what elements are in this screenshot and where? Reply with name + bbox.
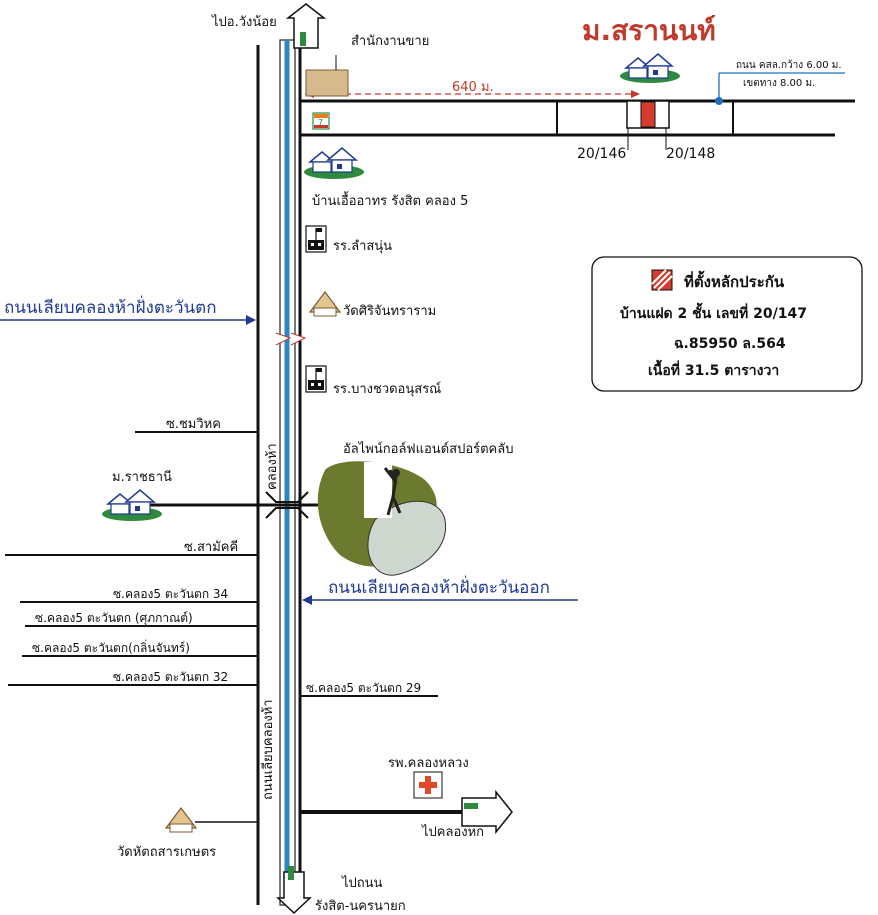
- soi-34-label: ซ.คลอง5 ตะวันตก 34: [113, 587, 228, 601]
- golf-label: อัลไพน์กอล์ฟแอนด์สปอร์ตคลับ: [343, 441, 513, 457]
- soi-32-label: ซ.คลอง5 ตะวันตก 32: [113, 670, 228, 684]
- plot-b-label: 20/148: [666, 146, 715, 162]
- map-title: ม.สรานนท์: [582, 14, 716, 47]
- road-canal5-vertical-label: ถนนเลียบคลองห้า: [260, 699, 276, 800]
- hospital-label: รพ.คลองหลวง: [388, 756, 469, 771]
- collateral-marker-icon: [651, 269, 673, 291]
- arrow-up-icon: [285, 3, 327, 49]
- road-width-label: ถนน คสล.กว้าง 6.00 ม.: [736, 59, 842, 71]
- temple-hat-label: วัดหัตถสารเกษตร: [117, 845, 216, 860]
- road-boundary-label: เขตทาง 8.00 ม.: [743, 78, 815, 89]
- canal-break-mark: [275, 332, 307, 346]
- to-road-line1: ไปถนน: [341, 875, 383, 891]
- legend-house: บ้านแฝด 2 ชั้น เลขที่ 20/147: [620, 302, 807, 322]
- legend-box: ที่ตั้งหลักประกัน บ้านแฝด 2 ชั้น เลขที่ …: [591, 256, 863, 392]
- house-icon: [102, 489, 162, 521]
- temple-sirijan-label: วัดศิริจันทราราม: [343, 304, 436, 319]
- golfer-icon: [383, 467, 402, 516]
- distance-arrow-head-right: [631, 90, 640, 98]
- legend-area: เนื้อที่ 31.5 ตารางวา: [648, 359, 779, 379]
- soi-samakkhi-label: ซ.สามัคคี: [184, 539, 238, 555]
- road-east-label: ถนนเลียบคลองห้าฝั่งตะวันออก: [328, 575, 550, 598]
- to-khlonghok-label: ไปคลองหก: [421, 824, 484, 840]
- arrow-right-icon: [461, 789, 513, 835]
- soi-klinchan-label: ซ.คลอง5 ตะวันตก(กลิ่นจันทร์): [32, 639, 190, 655]
- sales-office-label: สำนักงานขาย: [351, 34, 429, 49]
- arrow-down-icon: [276, 866, 312, 915]
- bridge-icon: [265, 491, 309, 519]
- collateral-plot[interactable]: [640, 101, 656, 128]
- soi-29-label: ซ.คลอง5 ตะวันตก 29: [306, 681, 421, 695]
- temple-icon: [164, 807, 198, 833]
- school-icon: [305, 365, 327, 393]
- house-icon: [304, 147, 364, 179]
- seven-eleven-icon: 7: [312, 112, 330, 130]
- golf-course: [317, 461, 446, 576]
- soi-chomwihok-label: ซ.ชมวิหค: [166, 417, 221, 432]
- soi-suphakan-label: ซ.คลอง5 ตะวันตก (ศุภกาณต์): [35, 611, 193, 626]
- canal-5-label: คลองห้า: [265, 443, 280, 490]
- school-bangchuad-label: รร.บางชวดอนุสรณ์: [333, 381, 441, 397]
- temple-icon: [308, 291, 342, 317]
- school-icon: [305, 225, 327, 253]
- school-lamsanun-label: รร.ลำสนุ่น: [333, 239, 392, 254]
- road-west-arrow-head: [246, 315, 256, 325]
- house-icon: [620, 53, 680, 83]
- village-eua-label: บ้านเอื้ออาทร รังสิต คลอง 5: [312, 191, 468, 209]
- legend-marker-label: ที่ตั้งหลักประกัน: [684, 270, 785, 291]
- legend-deed: ฉ.85950 ล.564: [674, 336, 786, 352]
- to-wangnoi-label: ไปอ.วังน้อย: [211, 14, 277, 30]
- distance-label: 640 ม.: [452, 80, 494, 95]
- village-ratchathani-label: ม.ราชธานี: [112, 469, 172, 485]
- hospital-icon: [413, 771, 443, 799]
- road-east-arrow-head: [302, 595, 312, 605]
- road-west-label: ถนนเลียบคลองห้าฝั่งตะวันตก: [4, 295, 217, 318]
- svg-text:7: 7: [318, 118, 323, 127]
- to-road-line2: รังสิต-นครนายก: [315, 899, 406, 914]
- sales-office-building: [305, 69, 349, 97]
- plot-a-label: 20/146: [577, 146, 626, 162]
